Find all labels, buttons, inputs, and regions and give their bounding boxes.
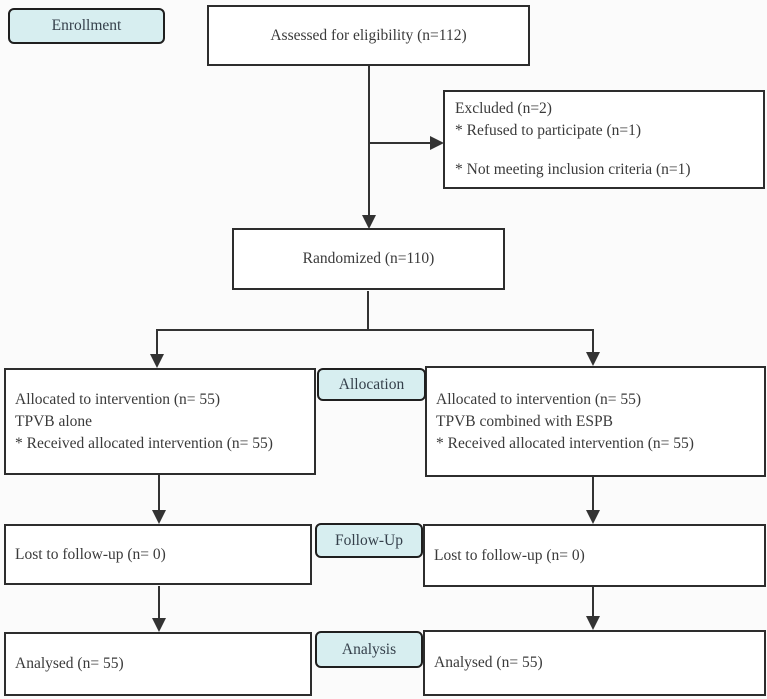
allocation-left-box: Allocated to intervention (n= 55) TPVB a… <box>4 368 316 475</box>
allocation-stage-label: Allocation <box>317 368 426 401</box>
arrowhead-down-icon <box>362 215 376 229</box>
allocation-left-line3: * Received allocated intervention (n= 55… <box>15 434 273 452</box>
analysis-stage-text: Analysis <box>341 640 397 658</box>
enrollment-stage-label: Enrollment <box>8 8 165 44</box>
analysed-right-box: Analysed (n= 55) <box>423 630 766 696</box>
analysis-stage-label: Analysis <box>315 631 423 668</box>
arrowhead-down-icon <box>152 618 166 632</box>
enrollment-stage-text: Enrollment <box>51 17 122 34</box>
allocation-left-line1: Allocated to intervention (n= 55) <box>15 390 221 408</box>
followup-right-text: Lost to follow-up (n= 0) <box>434 546 585 564</box>
assessed-eligibility-text: Assessed for eligibility (n=112) <box>270 26 467 44</box>
arrowhead-down-icon <box>586 616 600 630</box>
excluded-spacer <box>455 142 753 159</box>
allocation-left-line2: TPVB alone <box>15 412 93 430</box>
arrowhead-down-icon <box>586 352 600 366</box>
allocation-right-line2: TPVB combined with ESPB <box>436 412 613 430</box>
arrowhead-down-icon <box>150 354 164 368</box>
excluded-box: Excluded (n=2) * Refused to participate … <box>443 90 765 189</box>
allocation-right-line3: * Received allocated intervention (n= 55… <box>436 434 694 452</box>
randomized-text: Randomized (n=110) <box>302 250 435 267</box>
followup-left-text: Lost to follow-up (n= 0) <box>15 545 166 563</box>
followup-left-box: Lost to follow-up (n= 0) <box>4 524 312 585</box>
analysed-left-text: Analysed (n= 55) <box>15 655 124 672</box>
excluded-title: Excluded (n=2) <box>455 100 552 117</box>
arrowhead-down-icon <box>152 510 166 524</box>
arrowhead-down-icon <box>586 510 600 524</box>
assessed-eligibility-box: Assessed for eligibility (n=112) <box>207 5 530 66</box>
randomized-box: Randomized (n=110) <box>232 228 505 290</box>
excluded-reason-refused: * Refused to participate (n=1) <box>455 122 642 139</box>
allocation-right-line1: Allocated to intervention (n= 55) <box>436 390 642 408</box>
followup-stage-text: Follow-Up <box>334 531 404 549</box>
followup-stage-label: Follow-Up <box>315 523 423 558</box>
analysed-right-text: Analysed (n= 55) <box>434 654 543 671</box>
allocation-right-box: Allocated to intervention (n= 55) TPVB c… <box>425 366 766 477</box>
allocation-stage-text: Allocation <box>338 375 405 393</box>
followup-right-box: Lost to follow-up (n= 0) <box>423 524 766 587</box>
arrowhead-right-icon <box>430 136 444 150</box>
analysed-left-box: Analysed (n= 55) <box>4 632 312 696</box>
excluded-reason-criteria: * Not meeting inclusion criteria (n=1) <box>455 161 691 178</box>
